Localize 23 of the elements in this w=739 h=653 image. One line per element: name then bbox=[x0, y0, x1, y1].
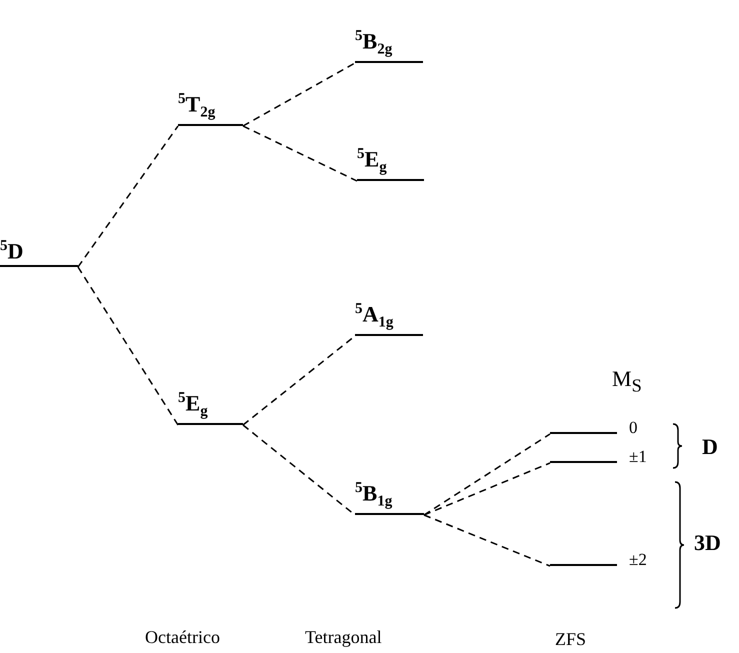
dashed-connector bbox=[424, 514, 550, 567]
ms-value: ±2 bbox=[629, 551, 647, 568]
term-symbol: $^{5}$E$_{g}$ bbox=[178, 391, 208, 420]
axis-label: Tetragonal bbox=[305, 628, 382, 646]
group-label: 3D bbox=[694, 532, 721, 554]
dashed-connector bbox=[77, 266, 179, 426]
dashed-connector bbox=[77, 126, 179, 268]
term-symbol: $^{5}$A$_{1g}$ bbox=[355, 302, 394, 331]
group-label: D bbox=[702, 436, 718, 458]
column-heading: M$_{S}$ bbox=[612, 368, 642, 395]
dashed-connector bbox=[424, 462, 550, 516]
dashed-connector bbox=[242, 125, 358, 182]
dashed-connector bbox=[242, 62, 356, 127]
ms-value: ±1 bbox=[629, 448, 647, 465]
term-symbol: $^{5}$B$_{1g}$ bbox=[355, 481, 392, 510]
dashed-connector bbox=[424, 433, 550, 516]
term-symbol: $^{5}$B$_{2g}$ bbox=[355, 29, 392, 58]
term-symbol: $^{5}$T$_{2g}$ bbox=[178, 92, 216, 121]
term-symbol: $^{5}$D bbox=[0, 238, 24, 262]
term-symbol: $^{5}$E$_{g}$ bbox=[357, 147, 387, 176]
axis-label: Octaétrico bbox=[145, 628, 220, 646]
axis-label: ZFS bbox=[555, 630, 586, 648]
ms-value: 0 bbox=[629, 419, 638, 436]
